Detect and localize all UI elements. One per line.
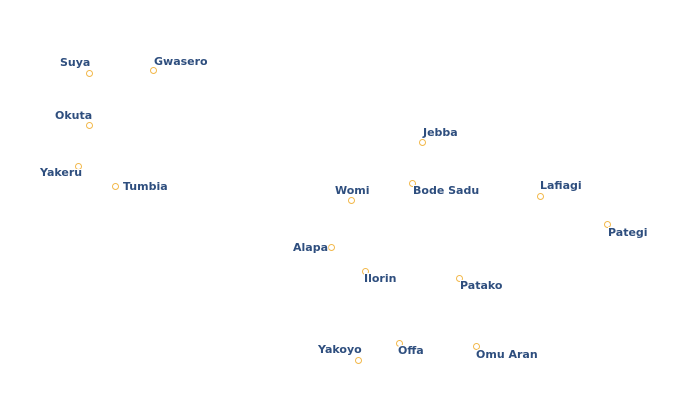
place-label: Patako xyxy=(460,279,503,292)
place-marker xyxy=(603,220,611,228)
place-label: Offa xyxy=(398,344,424,357)
place-marker xyxy=(327,243,335,251)
place-marker xyxy=(85,69,93,77)
place-label: Pategi xyxy=(608,226,648,239)
place-marker xyxy=(418,138,426,146)
place-marker xyxy=(408,179,416,187)
place-label: Gwasero xyxy=(154,55,208,68)
place-marker xyxy=(395,339,403,347)
place-marker xyxy=(149,66,157,74)
place-marker xyxy=(361,267,369,275)
place-marker xyxy=(472,342,480,350)
place-label: Omu Aran xyxy=(476,348,538,361)
place-label: Yakoyo xyxy=(318,343,362,356)
place-label: Alapa xyxy=(293,241,329,254)
place-marker xyxy=(455,274,463,282)
place-label: Tumbia xyxy=(123,180,168,193)
place-label: Yakeru xyxy=(40,166,83,179)
place-marker xyxy=(85,121,93,129)
place-marker xyxy=(347,196,355,204)
place-marker xyxy=(74,162,82,170)
place-marker xyxy=(354,356,362,364)
place-label: Womi xyxy=(335,184,370,197)
place-label: Jebba xyxy=(423,126,458,139)
place-label: Ilorin xyxy=(364,272,397,285)
place-marker xyxy=(536,192,544,200)
place-label: Okuta xyxy=(55,109,93,122)
place-label: Suya xyxy=(60,56,91,69)
place-label: Lafiagi xyxy=(540,179,582,192)
place-marker xyxy=(111,182,119,190)
place-label: Bode Sadu xyxy=(413,184,480,197)
